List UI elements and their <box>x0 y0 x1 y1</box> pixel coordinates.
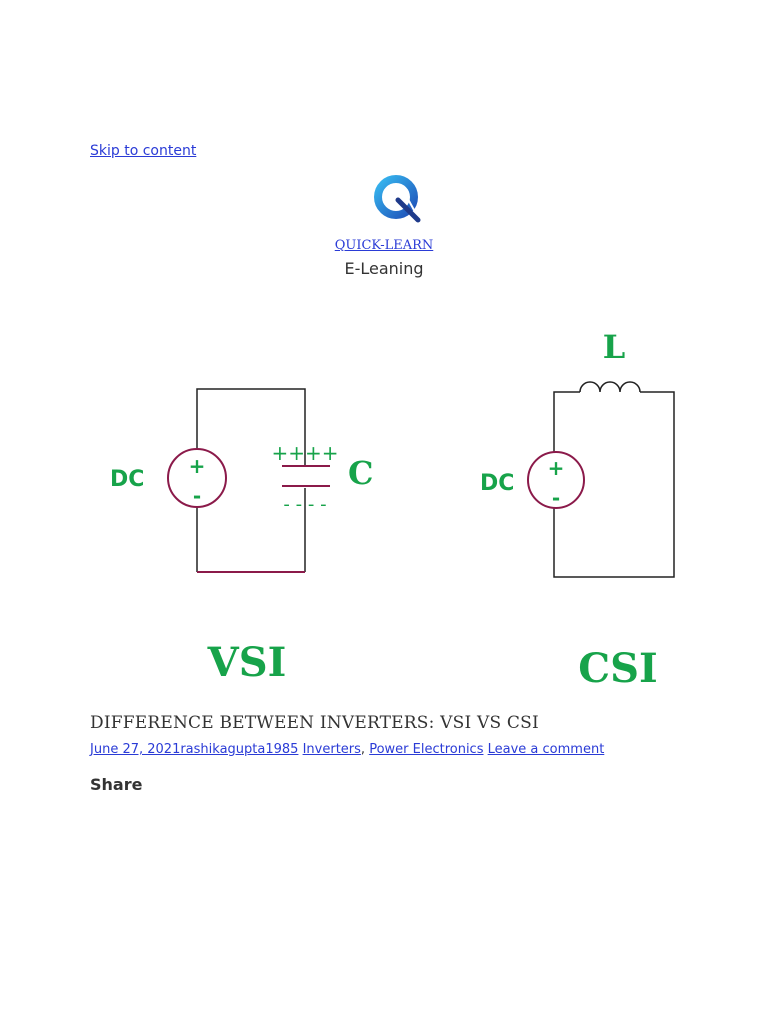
csi-caption: CSI <box>578 645 657 692</box>
vsi-cap-label: C <box>348 454 373 492</box>
site-title: QUICK-LEARN <box>0 238 768 253</box>
vsi-plus: + <box>189 454 206 478</box>
vsi-circuit: + - DC ++++ - - - - C VSI <box>110 388 373 686</box>
csi-plus: + <box>548 456 565 480</box>
site-title-link[interactable]: QUICK-LEARN <box>334 238 434 253</box>
category-power-electronics-link[interactable]: Power Electronics <box>369 742 484 757</box>
csi-circuit: + - DC L CSI <box>480 328 675 692</box>
site-description: E-Leaning <box>344 259 424 278</box>
vsi-source-label: DC <box>110 467 144 492</box>
post-meta: June 27, 2021rashikagupta1985 Inverters,… <box>90 742 604 757</box>
csi-source-label: DC <box>480 471 514 496</box>
category-separator: , <box>360 742 366 757</box>
post-date-author-link[interactable]: June 27, 2021rashikagupta1985 <box>90 742 299 757</box>
csi-minus: - <box>552 486 560 510</box>
vsi-dc-source <box>167 448 227 508</box>
vsi-caption: VSI <box>207 639 287 686</box>
vsi-cap-bottom: - - - - <box>283 494 326 515</box>
leave-comment-link[interactable]: Leave a comment <box>487 742 605 757</box>
vsi-cap-top: ++++ <box>271 441 338 465</box>
skip-to-content-link[interactable]: Skip to content <box>90 143 197 159</box>
csi-inductor-label: L <box>603 328 626 366</box>
featured-image: + - DC ++++ - - - - C VSI + - DC L CSI <box>110 328 675 692</box>
post-title: DIFFERENCE BETWEEN INVERTERS: VSI VS CSI <box>90 713 539 733</box>
csi-inductor <box>579 381 641 393</box>
category-inverters-link[interactable]: Inverters <box>302 742 361 757</box>
vsi-minus: - <box>193 484 201 508</box>
csi-dc-source <box>527 451 585 509</box>
site-logo-icon[interactable] <box>370 170 426 226</box>
share-heading: Share <box>90 775 143 794</box>
